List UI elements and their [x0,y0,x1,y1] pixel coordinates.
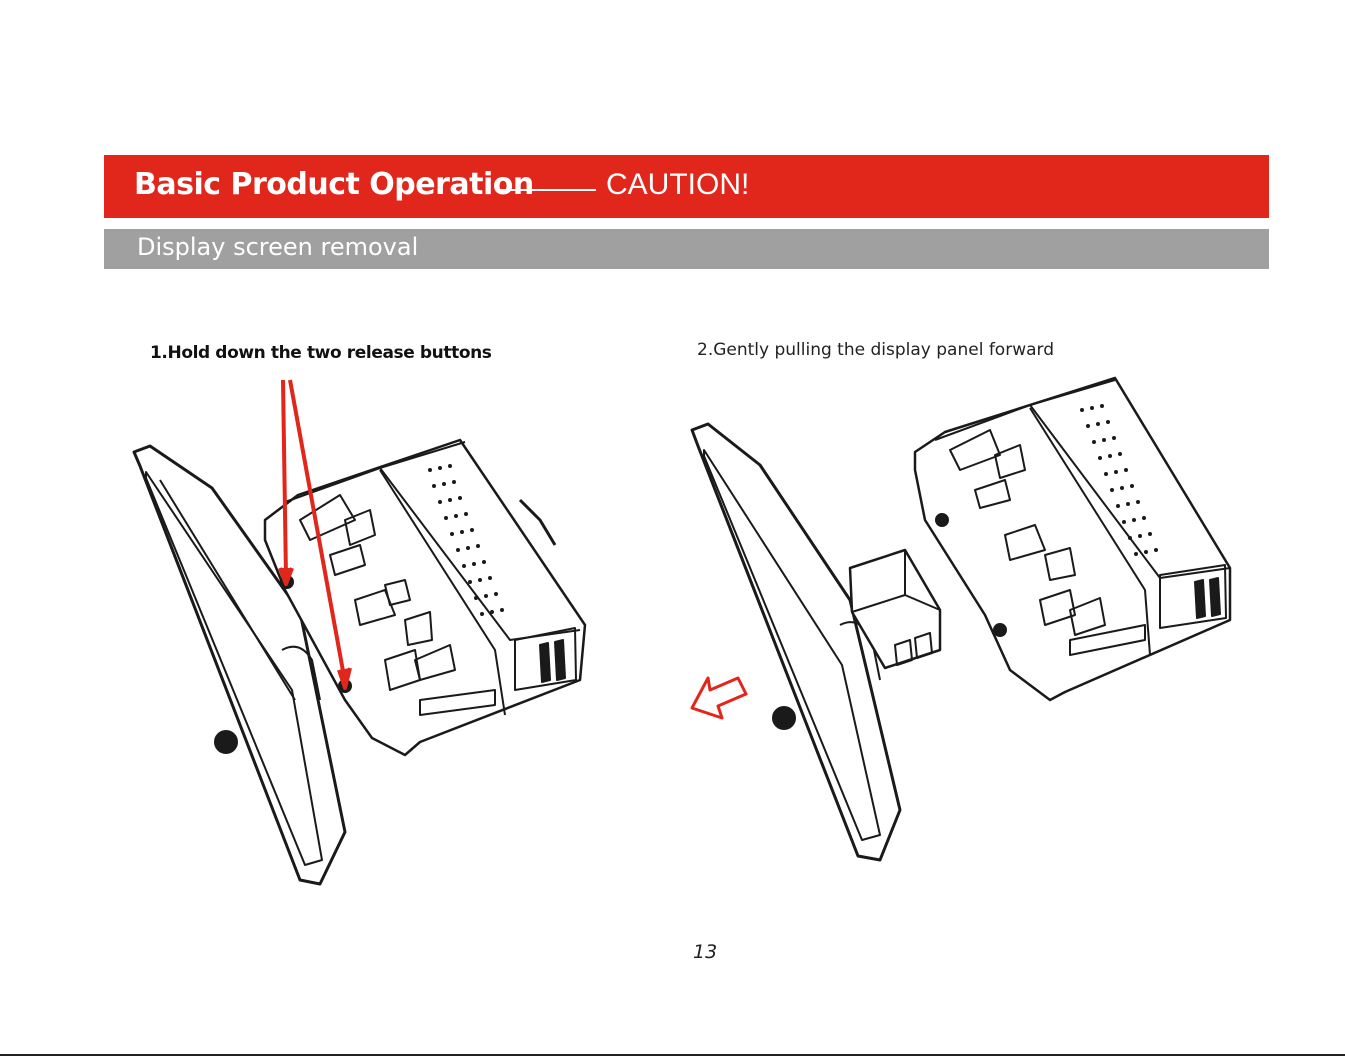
pull-direction-arrow-icon [692,678,746,718]
head-unit-2 [915,378,1230,700]
page-number: 13 [693,941,717,963]
bottom-rule [0,1054,1345,1056]
